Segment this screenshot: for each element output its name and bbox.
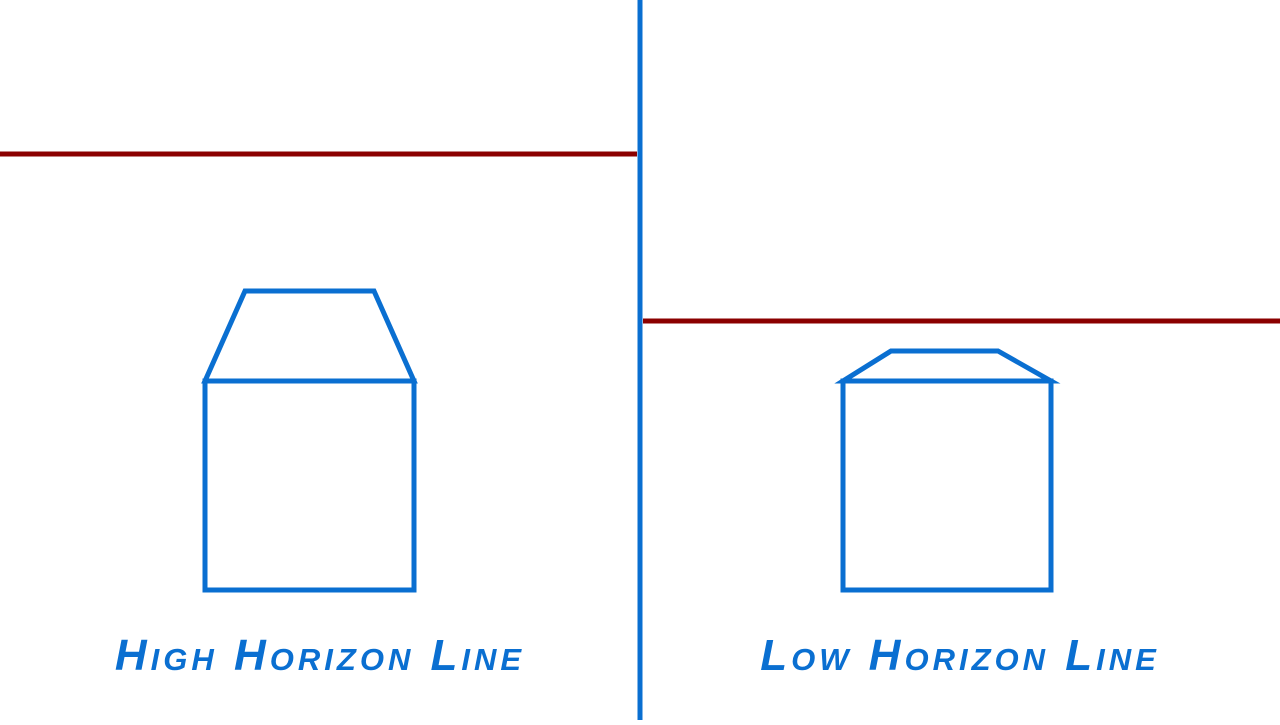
caption-low-horizon: Low Horizon Line — [760, 631, 1160, 680]
box-front-face-high — [202, 378, 417, 593]
box-front-face-low — [840, 378, 1054, 593]
box-top-face-low — [834, 348, 1061, 384]
box-top-face-high — [201, 288, 418, 384]
caption-high-horizon: High Horizon Line — [114, 631, 526, 680]
